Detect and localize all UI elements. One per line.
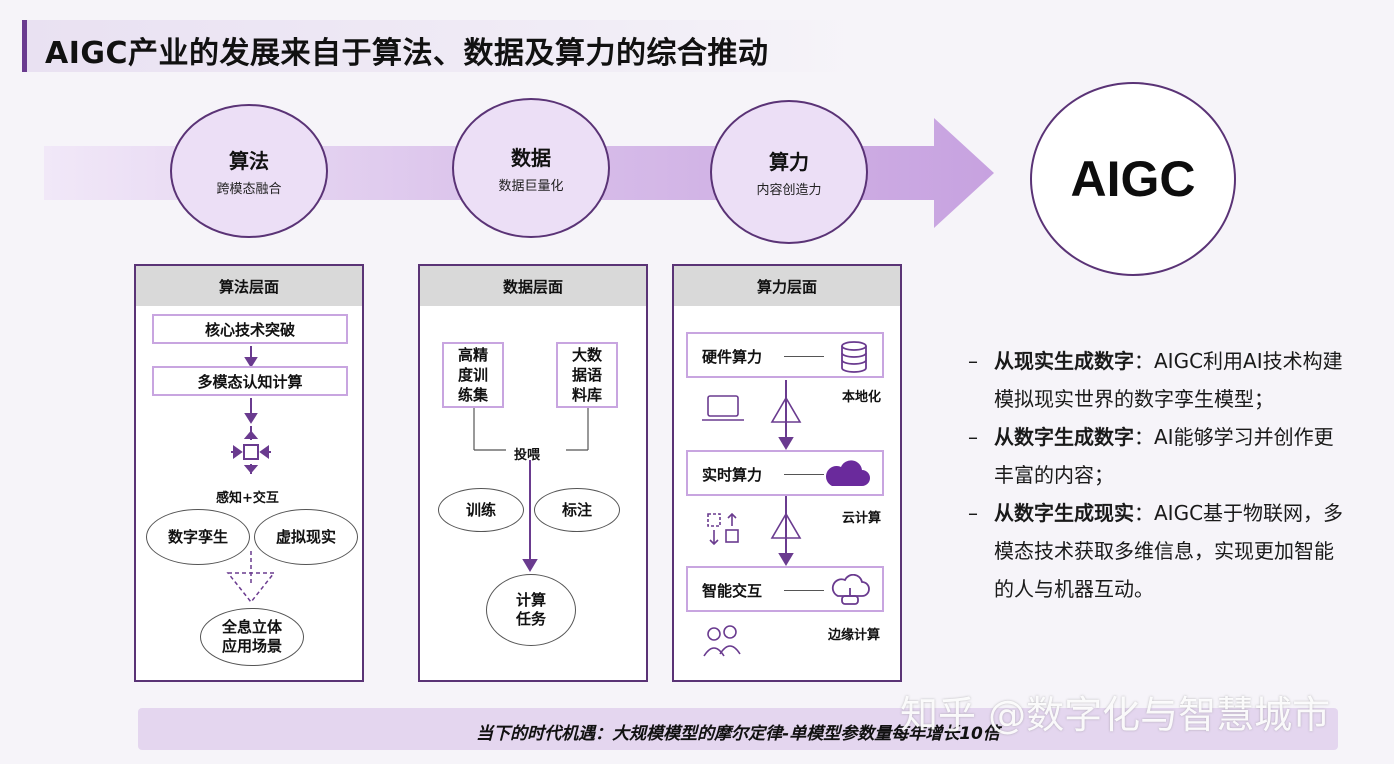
compute-flow-arrows [702,380,802,657]
scene-line: 应用场景 [221,637,282,655]
corpus-box: 大数 据语 料库 [556,342,618,408]
driver-algorithm-circle: 算法 跨模态融合 [170,104,328,238]
interaction-label: 感知+交互 [216,491,279,506]
driver-data-circle: 数据 数据巨量化 [452,98,610,238]
bullet-item: – 从数字生成现实：AIGC基于物联网，多模态技术获取多维信息，实现更加智能的人… [968,494,1348,608]
bullet-item: – 从数字生成数字：AI能够学习并创作更丰富的内容； [968,418,1348,494]
virtual-reality-oval: 虚拟现实 [254,509,358,565]
row-connector [784,356,824,357]
driver-compute-circle: 算力 内容创造力 [710,100,868,244]
panel-header: 数据层面 [420,266,646,306]
panel-header: 算力层面 [674,266,900,306]
data-panel: 数据层面 高精 度训 练集 大数 据语 料库 投喂 训练 标注 计算 任务 [418,264,648,682]
scene-line: 全息立体 [221,618,282,637]
box-line: 据语 [571,366,602,384]
bullet-heading: 从现实生成数字 [994,349,1134,373]
page-title: AIGC产业的发展来自于算法、数据及算力的综合推动 [45,36,769,71]
bullet-heading: 从数字生成数字 [994,425,1134,449]
bullet-dash: – [968,349,978,373]
smart-interaction-row: 智能交互 [686,566,884,612]
aigc-result-circle: AIGC [1030,82,1236,276]
data-flow-lines [473,408,589,572]
row-label: 智能交互 [702,582,763,600]
title-bar: AIGC产业的发展来自于算法、数据及算力的综合推动 [22,20,862,72]
bullet-heading: 从数字生成现实 [994,501,1134,525]
driver-title: 算法 [229,149,269,173]
driver-title: 算力 [769,150,809,174]
holographic-scene-oval: 全息立体 应用场景 [200,608,304,666]
task-line: 任务 [515,610,546,628]
footer-text: 当下的时代机遇：大规模模型的摩尔定律-单模型参数量每年增长10倍 [476,724,1000,744]
laptop-icon [702,395,744,421]
row-connector [784,590,824,591]
bullet-item: – 从现实生成数字：AIGC利用AI技术构建模拟现实世界的数字孪生模型； [968,342,1348,418]
driver-subtitle: 数据巨量化 [498,179,564,194]
digital-twin-oval: 数字孪生 [146,509,250,565]
driver-subtitle: 跨模态融合 [216,182,282,197]
feed-label: 投喂 [514,448,541,463]
box-line: 度训 [457,366,488,384]
hardware-compute-row: 硬件算力 [686,332,884,378]
bullet-dash: – [968,425,978,449]
panel-header: 算法层面 [136,266,362,306]
edge-tag: 边缘计算 [828,628,881,643]
transfer-icon [707,512,739,546]
database-icon [841,341,867,373]
driver-subtitle: 内容创造力 [756,183,822,198]
bullet-text: ：AI能够学习并创作更丰富的内容； [994,425,1334,487]
footer-banner: 当下的时代机遇：大规模模型的摩尔定律-单模型参数量每年增长10倍 [138,708,1338,750]
algorithm-flow-arrows [226,346,276,604]
cloud-storage-icon [831,574,870,605]
row-connector [784,474,824,475]
local-tag: 本地化 [842,390,882,405]
cloud-tag: 云计算 [842,511,882,526]
core-tech-box: 核心技术突破 [152,314,348,344]
train-oval: 训练 [438,488,524,532]
algorithm-panel: 算法层面 核心技术突破 多模态认知计算 感知+交互 数字孪生 虚拟现实 全息立体… [134,264,364,682]
bullet-text: ：AIGC利用AI技术构建模拟现实世界的数字孪生模型； [994,349,1343,411]
bullet-list: – 从现实生成数字：AIGC利用AI技术构建模拟现实世界的数字孪生模型； – 从… [968,342,1348,608]
box-line: 料库 [571,386,602,404]
task-line: 计算 [515,591,546,610]
compute-panel: 算力层面 硬件算力 [672,264,902,682]
annotate-oval: 标注 [534,488,620,532]
box-line: 练集 [457,386,488,404]
bullet-dash: – [968,501,978,525]
realtime-compute-row: 实时算力 [686,450,884,496]
multimodal-cognition-box: 多模态认知计算 [152,366,348,396]
aigc-label: AIGC [1070,151,1196,207]
box-line: 高精 [457,346,488,364]
training-set-box: 高精 度训 练集 [442,342,504,408]
compute-task-oval: 计算 任务 [486,574,576,646]
row-label: 硬件算力 [702,348,763,366]
row-label: 实时算力 [702,466,763,484]
box-line: 大数 [571,346,602,364]
users-icon [703,625,741,657]
bullet-text: ：AIGC基于物联网，多模态技术获取多维信息，实现更加智能的人与机器互动。 [994,501,1344,601]
cloud-icon [825,460,870,486]
zhihu-watermark: 知乎 @数字化与智慧城市 [900,693,1331,737]
driver-title: 数据 [511,146,551,170]
